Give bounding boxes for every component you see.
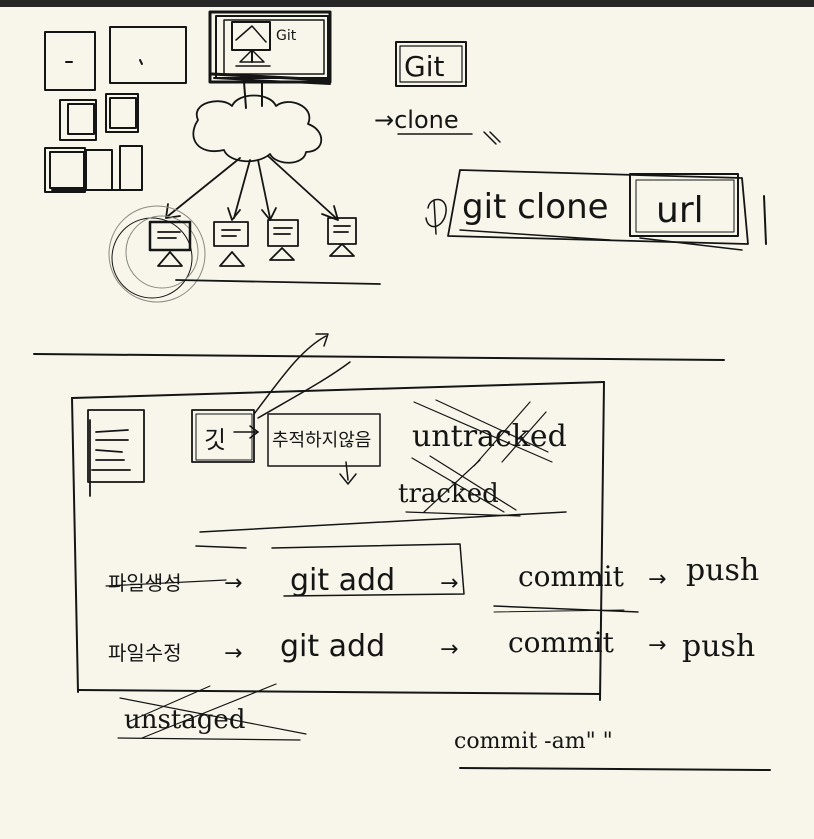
flow2-add: git add	[280, 629, 385, 664]
workflow-create: 파일생성 → git add → commit → push	[105, 543, 759, 613]
server-label: Git	[276, 28, 297, 44]
git-clone-text: git clone	[462, 187, 609, 227]
section-divider	[33, 353, 725, 361]
window-top-bar	[0, 0, 814, 7]
url-text: url	[656, 190, 704, 231]
remote-server-icon: Git	[208, 10, 332, 85]
flow2-file: 파일수정	[108, 641, 182, 665]
client-computers	[108, 205, 381, 303]
document-icon	[87, 409, 145, 497]
git-clone-command: git clone url	[425, 169, 767, 251]
svg-text:→: →	[224, 641, 242, 666]
clone-label: →clone	[374, 106, 459, 134]
git-box-label: Git	[404, 50, 444, 83]
flow2-push: push	[682, 629, 755, 664]
local-git-box: 깃	[191, 409, 259, 463]
cloud-to-client-arrows	[165, 155, 339, 221]
window-thumbnails	[44, 26, 187, 193]
untracked-status: 추적하지않음 untracked	[267, 399, 567, 485]
tracked-text: tracked	[398, 479, 499, 509]
workspace-frame	[71, 381, 605, 701]
unstaged-note: unstaged	[117, 683, 307, 741]
flow1-add: git add	[290, 563, 395, 598]
git-box: Git	[395, 41, 467, 87]
cloud-shape	[192, 94, 323, 164]
unstaged-text: unstaged	[124, 705, 245, 735]
svg-text:→: →	[440, 637, 458, 662]
commit-am-command: commit -am" "	[454, 729, 771, 771]
svg-text:→: →	[224, 571, 242, 596]
flow1-commit: commit	[518, 560, 625, 593]
workflow-modify: 파일수정 → git add → commit → push	[108, 626, 755, 666]
svg-text:→: →	[440, 571, 458, 596]
flow2-commit: commit	[508, 626, 615, 659]
svg-text:→: →	[648, 567, 666, 592]
svg-text:→: →	[648, 633, 666, 658]
untracked-ko: 추적하지않음	[272, 430, 371, 451]
commit-am-text: commit -am" "	[454, 729, 613, 754]
tracked-status: tracked	[195, 455, 567, 549]
flow1-push: push	[686, 553, 759, 588]
local-git-label: 깃	[204, 426, 226, 454]
